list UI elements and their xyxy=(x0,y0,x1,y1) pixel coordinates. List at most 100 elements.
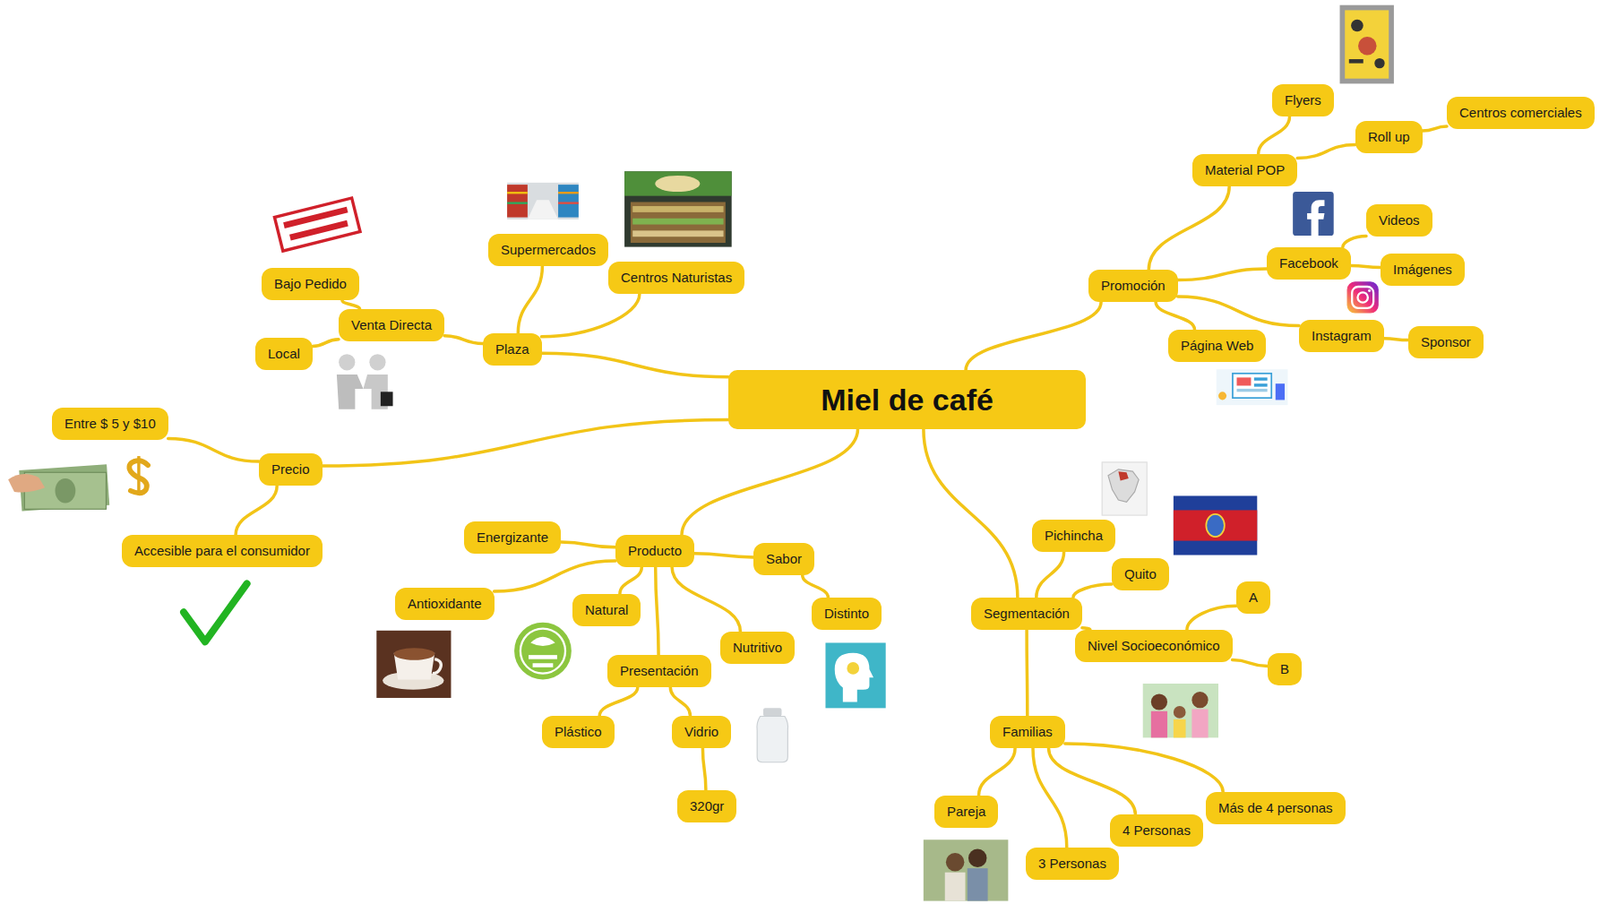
check-mark xyxy=(183,583,248,642)
branch-line xyxy=(541,293,640,337)
topic-text: Energizante xyxy=(476,529,549,545)
topic-text: Nutritivo xyxy=(732,639,783,655)
topic-text: Sabor xyxy=(765,550,802,567)
topic-text: Página Web xyxy=(1180,337,1254,353)
topic-pill: Vidrio xyxy=(671,715,732,749)
topic-text: Familias xyxy=(1002,723,1053,740)
topic-pill: Quito xyxy=(1111,558,1170,591)
branch-line xyxy=(168,438,259,462)
topic-pill: Roll up xyxy=(1355,120,1423,154)
topic-text: Miel de café xyxy=(820,382,994,417)
flag-picture xyxy=(1173,495,1257,555)
topic-pill: Producto xyxy=(615,534,695,568)
topic-text: Pichincha xyxy=(1044,527,1103,543)
topic-pill: 4 Personas xyxy=(1109,814,1204,847)
topic-text: Bajo Pedido xyxy=(274,275,347,292)
topic-text: Precio xyxy=(271,461,310,477)
branch-line xyxy=(560,541,616,548)
topic-pill: Centros Naturistas xyxy=(608,261,745,294)
topic-pill: Página Web xyxy=(1168,329,1266,362)
branch-line xyxy=(1342,236,1367,249)
topic-pill: Natural xyxy=(572,593,641,627)
branch-line xyxy=(1065,743,1223,792)
topic-pill: Segmentación xyxy=(971,597,1083,630)
topic-text: A xyxy=(1248,589,1258,605)
topic-pill: B xyxy=(1267,653,1302,686)
topic-text: Roll up xyxy=(1367,129,1411,145)
topic-pill: Antioxidante xyxy=(395,587,495,620)
topic-text: 4 Personas xyxy=(1122,822,1191,838)
topic-text: Instagram xyxy=(1311,327,1372,344)
topic-pill: Entre $ 5 y $10 xyxy=(51,407,169,440)
topic-text: Producto xyxy=(627,542,682,559)
topic-pill: Local xyxy=(255,337,313,370)
branch-line xyxy=(965,301,1102,370)
branch-line xyxy=(1384,338,1409,341)
topic-text: Sponsor xyxy=(1420,334,1471,350)
branch-line xyxy=(494,560,616,592)
topic-pill: 320gr xyxy=(677,790,737,823)
topic-pill: Sabor xyxy=(753,542,815,576)
topic-pill: Más de 4 personas xyxy=(1205,791,1346,825)
coffee-picture xyxy=(376,630,451,698)
store-picture xyxy=(624,171,732,247)
branch-line xyxy=(702,748,706,791)
topic-text: Flyers xyxy=(1284,92,1322,108)
branch-line xyxy=(1155,301,1195,330)
branch-line xyxy=(1232,660,1268,667)
topic-text: Accesible para el consumidor xyxy=(134,542,310,559)
jar-picture xyxy=(756,707,789,762)
topic-pill: Videos xyxy=(1366,204,1433,237)
topic-text: Distinto xyxy=(824,605,869,621)
topic-pill: Material POP xyxy=(1192,154,1298,187)
topic-pill: Energizante xyxy=(464,521,561,554)
topic-text: Imágenes xyxy=(1393,261,1453,277)
topic-pill: 3 Personas xyxy=(1025,847,1119,880)
topic-text: B xyxy=(1280,661,1290,677)
website-picture xyxy=(1216,369,1289,405)
branch-line xyxy=(1178,296,1299,327)
topic-pill: Venta Directa xyxy=(338,309,445,342)
topic-pill: Sponsor xyxy=(1408,326,1484,359)
central-topic: Miel de café xyxy=(728,369,1086,430)
branch-line xyxy=(681,429,859,535)
topic-pill: Plaza xyxy=(482,333,542,366)
topic-text: 320gr xyxy=(689,798,724,814)
topic-text: Más de 4 personas xyxy=(1218,800,1334,816)
branch-line xyxy=(923,429,1018,598)
couple-photo xyxy=(923,839,1009,901)
topic-pill: Plástico xyxy=(541,715,615,749)
topic-pill: Presentación xyxy=(607,654,712,688)
topic-pill: Pareja xyxy=(934,795,998,828)
topic-text: Antioxidante xyxy=(407,595,482,611)
topic-pill: Accesible para el consumidor xyxy=(121,534,323,568)
map-picture xyxy=(1101,462,1147,516)
topic-pill: Nutritivo xyxy=(720,631,795,664)
dollar-symbol xyxy=(129,455,148,495)
topic-text: Supermercados xyxy=(500,241,596,258)
topic-text: Quito xyxy=(1124,566,1157,582)
branch-line xyxy=(312,339,339,347)
topic-text: Plaza xyxy=(495,341,530,357)
topic-text: Pareja xyxy=(946,803,986,819)
topic-pill: Distinto xyxy=(811,597,882,630)
topic-pill: Flyers xyxy=(1272,84,1334,117)
money-picture xyxy=(8,464,110,511)
topic-pill: Pichincha xyxy=(1032,519,1116,552)
branch-line xyxy=(1350,266,1381,268)
branch-line xyxy=(541,352,730,378)
topic-pill: Nivel Socioeconómico xyxy=(1075,629,1233,663)
branch-line xyxy=(517,266,542,334)
topic-text: Centros Naturistas xyxy=(620,269,732,285)
topic-pill: Supermercados xyxy=(488,233,609,267)
topic-text: Natural xyxy=(584,602,628,618)
branch-line xyxy=(342,300,361,310)
head-icon xyxy=(825,642,886,708)
topic-text: 3 Personas xyxy=(1038,855,1107,871)
instagram-icon xyxy=(1347,281,1379,313)
branch-line xyxy=(322,420,730,466)
topic-text: Nivel Socioeconómico xyxy=(1087,637,1221,654)
branch-line xyxy=(802,575,829,598)
branch-line xyxy=(1422,126,1447,131)
topic-pill: Promoción xyxy=(1088,269,1179,302)
